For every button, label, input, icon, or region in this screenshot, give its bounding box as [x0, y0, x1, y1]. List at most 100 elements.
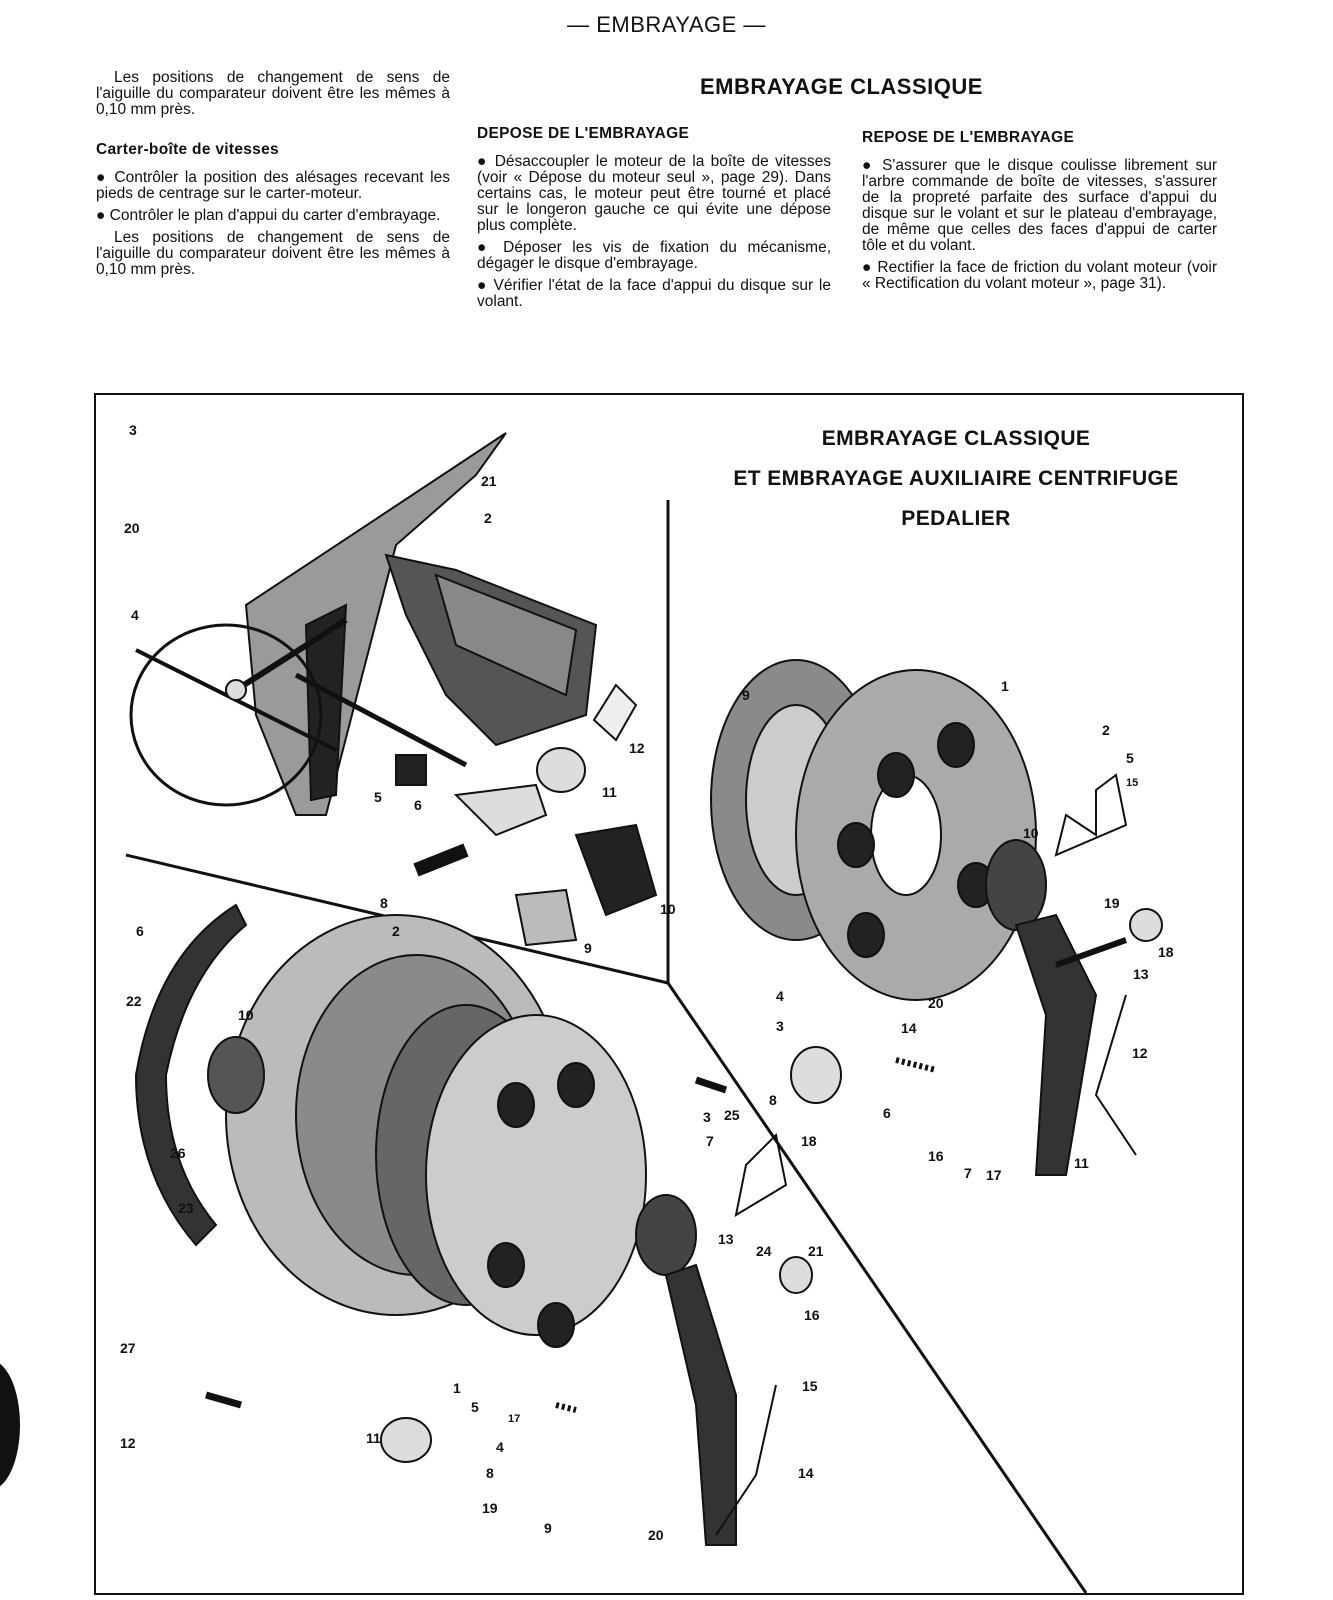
callout-centrifuge-27: 27 — [120, 1340, 136, 1356]
callout-centrifuge-20: 20 — [648, 1527, 664, 1543]
heading-repose: REPOSE DE L'EMBRAYAGE — [862, 129, 1075, 146]
bearing-release-4 — [635, 1194, 697, 1276]
callout-pedal-4: 4 — [131, 607, 139, 623]
pedal-assembly — [129, 432, 658, 947]
callout-classic-9: 9 — [742, 687, 750, 703]
bullet-alesages: ● Contrôler la position des alésages rec… — [96, 169, 450, 202]
callout-pedal-2: 2 — [484, 510, 492, 526]
bushing-11b — [380, 1417, 432, 1463]
bushing-12 — [592, 683, 638, 742]
paragraph-comparator-1: Les positions de changement de sens de l… — [96, 69, 450, 118]
paragraph-comparator-2: Les positions de changement de sens de l… — [96, 229, 450, 278]
spring-18 — [734, 1132, 788, 1218]
callout-pedal-9: 9 — [584, 940, 592, 956]
exploded-view-figure: EMBRAYAGE CLASSIQUE ET EMBRAYAGE AUXILIA… — [94, 393, 1244, 1595]
callout-centrifuge-9: 9 — [544, 1520, 552, 1536]
bullet-desaccoupler: ● Désaccoupler le moteur de la boîte de … — [477, 153, 831, 234]
pedal-pad-10 — [574, 823, 658, 917]
spring-15b — [715, 1384, 777, 1536]
callout-classic-3: 3 — [776, 1018, 784, 1034]
callout-centrifuge-3: 3 — [703, 1109, 711, 1125]
centrifuge-clutch-assembly — [134, 903, 813, 1546]
callout-classic-10: 10 — [1023, 825, 1039, 841]
plate-3 — [425, 1014, 647, 1336]
callout-centrifuge-18: 18 — [801, 1133, 817, 1149]
release-bearing-10 — [985, 839, 1047, 931]
callout-centrifuge-23: 23 — [178, 1200, 194, 1216]
callout-classic-1: 1 — [1001, 678, 1009, 694]
callout-classic-18: 18 — [1158, 944, 1174, 960]
callout-pedal-21: 21 — [481, 473, 497, 489]
bolt-25 — [694, 1076, 728, 1094]
callout-classic-17: 17 — [986, 1167, 1002, 1183]
callout-centrifuge-1: 1 — [453, 1380, 461, 1396]
callout-pedal-10: 10 — [660, 901, 676, 917]
column-left: Les positions de changement de sens de l… — [96, 70, 450, 284]
callout-classic-8: 8 — [769, 1092, 777, 1108]
callout-centrifuge-8: 8 — [486, 1465, 494, 1481]
section-title: EMBRAYAGE CLASSIQUE — [700, 74, 983, 99]
callout-classic-13: 13 — [1133, 966, 1149, 982]
bullet-deposer-vis: ● Déposer les vis de fixation du mécanis… — [477, 239, 831, 272]
callout-centrifuge-5: 5 — [471, 1399, 479, 1415]
callout-classic-4: 4 — [776, 988, 784, 1004]
callout-centrifuge-16: 16 — [804, 1307, 820, 1323]
callout-centrifuge-6: 6 — [136, 923, 144, 939]
callout-centrifuge-2: 2 — [392, 923, 400, 939]
spring-6 — [895, 1057, 937, 1073]
callout-pedal-11: 11 — [602, 784, 617, 800]
callout-centrifuge-15: 15 — [802, 1378, 818, 1394]
bullet-rectifier: ● Rectifier la face de friction du volan… — [862, 259, 1217, 292]
callout-centrifuge-7: 7 — [706, 1133, 714, 1149]
callout-centrifuge-12: 12 — [120, 1435, 136, 1451]
callout-classic-5: 5 — [1126, 750, 1134, 766]
spring-12 — [1094, 994, 1137, 1156]
callout-centrifuge-21: 21 — [808, 1243, 824, 1259]
heading-depose: DEPOSE DE L'EMBRAYAGE — [477, 125, 690, 142]
bushing-11 — [536, 747, 586, 793]
callout-centrifuge-13: 13 — [718, 1231, 734, 1247]
callout-classic-14: 14 — [901, 1020, 917, 1036]
callout-classic-2: 2 — [1102, 722, 1110, 738]
fork-lever-14 — [664, 1263, 737, 1546]
shaft-13 — [1054, 937, 1128, 968]
bearing-10 — [207, 1036, 265, 1114]
fork-lever-11 — [1014, 913, 1098, 1176]
figure-title-1: EMBRAYAGE CLASSIQUE — [821, 427, 1091, 450]
callout-centrifuge-10: 10 — [238, 1007, 254, 1023]
spring-15 — [1054, 773, 1128, 857]
callout-centrifuge-24: 24 — [756, 1243, 772, 1259]
heading-carter-boite: Carter-boîte de vitesses — [96, 141, 279, 158]
callout-pedal-5: 5 — [374, 789, 382, 805]
bullet-plan-appui: ● Contrôler le plan d'appui du carter d'… — [96, 207, 441, 224]
callout-centrifuge-17: 17 — [508, 1413, 521, 1425]
callout-pedal-3: 3 — [129, 422, 137, 438]
bushing-21 — [779, 1256, 813, 1294]
callout-pedal-8: 8 — [380, 895, 388, 911]
callout-classic-15: 15 — [1126, 777, 1139, 789]
column-right: REPOSE DE L'EMBRAYAGE ● S'assurer que le… — [862, 130, 1217, 298]
bullet-assurer: ● S'assurer que le disque coulisse libre… — [862, 157, 1217, 254]
bushing-8 — [790, 1046, 842, 1104]
exploded-view-drawing — [125, 432, 1163, 1593]
callout-pedal-6: 6 — [414, 797, 422, 813]
return-spring-ring — [129, 623, 323, 807]
callout-centrifuge-26: 26 — [170, 1145, 186, 1161]
bushing-18 — [1129, 908, 1163, 942]
pedal-lever — [453, 783, 548, 837]
callout-classic-12: 12 — [1132, 1045, 1148, 1061]
callout-classic-7: 7 — [964, 1165, 972, 1181]
callout-classic-19: 19 — [1104, 895, 1120, 911]
page-header: — EMBRAYAGE — — [567, 12, 766, 37]
pedal-pad-9 — [514, 888, 578, 947]
callout-classic-11: 11 — [1074, 1155, 1089, 1171]
clip-5 — [395, 754, 427, 786]
pin-8 — [413, 843, 469, 877]
callout-centrifuge-11: 11 — [366, 1430, 381, 1446]
callout-centrifuge-14: 14 — [798, 1465, 814, 1481]
callout-centrifuge-19: 19 — [482, 1500, 498, 1516]
callout-pedal-20: 20 — [124, 520, 140, 536]
callout-classic-20: 20 — [928, 995, 944, 1011]
callout-centrifuge-25: 25 — [724, 1107, 740, 1123]
callout-classic-16: 16 — [928, 1148, 944, 1164]
